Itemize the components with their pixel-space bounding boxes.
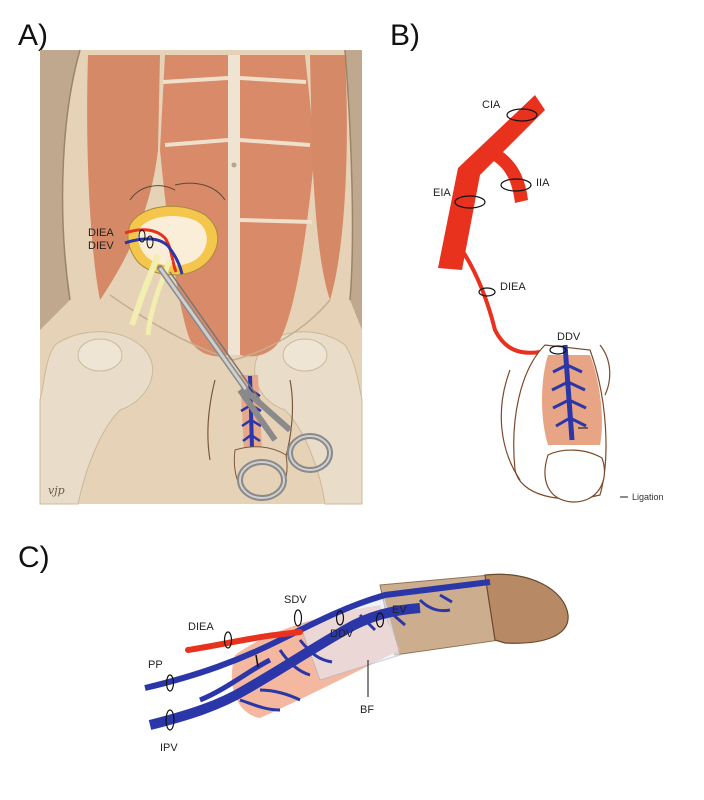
ligation-ev — [375, 612, 385, 628]
linea-alba — [228, 55, 240, 355]
ligation-ddv-c — [335, 610, 345, 626]
label-ddv-c: DDV — [330, 628, 354, 640]
incision-cavity — [138, 216, 207, 266]
legend-ligation-label: Ligation — [632, 492, 664, 502]
ligation-mark-proximal — [255, 654, 259, 668]
oblique-right — [310, 55, 347, 300]
ligation-diea — [478, 287, 496, 297]
ligation-ipv — [165, 709, 175, 731]
diea-vessel — [124, 228, 178, 273]
vascular-illustration-b — [438, 95, 611, 503]
label-bf: BF — [360, 704, 374, 716]
diev-vessel — [124, 237, 184, 275]
label-pp: PP — [148, 659, 163, 671]
superficial-dorsal-vein — [144, 579, 491, 691]
panel-b: B) — [390, 19, 664, 503]
label-iia: IIA — [536, 177, 550, 189]
penis-cross-section-illustration — [144, 573, 569, 731]
tendinous-intersections — [162, 76, 313, 224]
panel-c-letter: C) — [18, 541, 50, 574]
deep-dorsal-vein-b — [562, 344, 575, 441]
body-contour-left — [61, 49, 81, 301]
pelvic-bone-left — [39, 331, 154, 505]
legend-ligation: Ligation — [620, 492, 664, 502]
panel-a: A) — [18, 19, 363, 505]
scrotum-left-b — [500, 369, 521, 481]
ligation-sdv — [293, 609, 303, 627]
label-ipv: IPV — [160, 742, 178, 754]
ligation-cia — [506, 108, 538, 122]
diea-anastomosis — [185, 629, 303, 653]
penis-outline-left — [207, 379, 216, 461]
pelvic-bone-right — [254, 331, 363, 505]
emissary-veins — [239, 593, 453, 712]
panel-a-letter: A) — [18, 19, 48, 52]
panel-c: C) — [18, 541, 569, 754]
oblique-left — [87, 55, 160, 300]
label-diea-a: DIEA — [88, 227, 114, 239]
flank-right — [345, 50, 362, 330]
tunneling-clamp — [157, 265, 333, 501]
label-ddv-b: DDV — [557, 331, 581, 343]
label-diea-c: DIEA — [188, 621, 214, 633]
label-ev: EV — [392, 604, 407, 616]
tunnel-tube-2 — [145, 259, 173, 336]
ligation-marker-diea — [138, 229, 146, 243]
label-cia: CIA — [482, 99, 501, 111]
penis-outline-right — [284, 379, 294, 461]
retraction-line-2 — [174, 182, 226, 201]
body-contour-right — [344, 49, 354, 301]
panel-b-letter: B) — [390, 19, 420, 52]
label-sdv: SDV — [284, 594, 307, 606]
glans-c — [484, 573, 569, 644]
ligation-marker-diev — [146, 235, 154, 249]
label-diea-b: DIEA — [500, 281, 526, 293]
diea-artery-b — [453, 238, 550, 360]
retraction-line-1 — [129, 185, 176, 201]
abdomen-illustration — [39, 49, 363, 505]
prostatic-plexus-branch — [199, 657, 272, 703]
label-eia: EIA — [433, 187, 451, 199]
rectus-right — [240, 55, 315, 357]
ligation-diea-c — [223, 631, 233, 649]
ligation-eia — [454, 195, 486, 209]
label-diev-a: DIEV — [88, 240, 114, 252]
common-external-iliac-artery — [438, 95, 545, 270]
scrotum-right-b — [599, 344, 611, 396]
femoral-head-left — [77, 338, 123, 372]
penis-glans-b — [544, 449, 606, 503]
dorsal-vein-branches-b — [551, 363, 587, 428]
ligation-iia — [500, 178, 532, 192]
umbilicus — [231, 162, 237, 168]
artist-signature: vjp — [48, 484, 65, 497]
femoral-head-right — [282, 338, 328, 372]
flank-left — [40, 50, 80, 330]
tunnel-tube-1 — [129, 253, 161, 326]
ligation-ddv — [549, 345, 567, 355]
ligation-pp — [165, 674, 175, 692]
internal-iliac-artery — [492, 150, 528, 203]
